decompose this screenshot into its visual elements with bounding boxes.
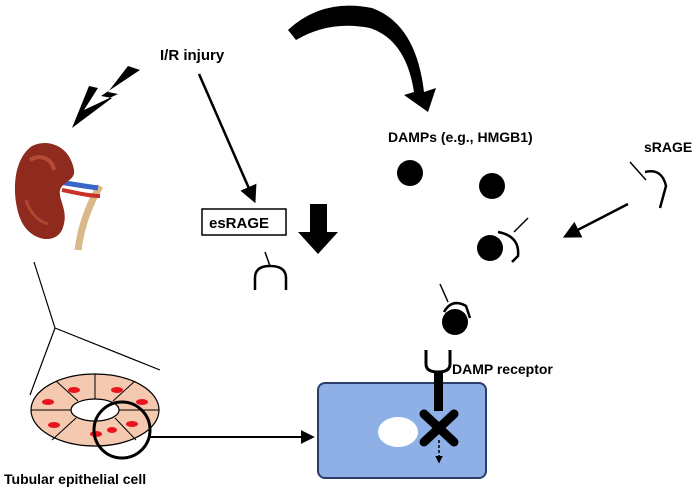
zoom-line-left xyxy=(29,327,56,396)
esrage-receptor-shape xyxy=(253,264,288,290)
zoom-circle xyxy=(92,400,152,460)
damp-srage-complex xyxy=(477,217,529,263)
nucleus-red xyxy=(136,399,148,405)
srage-label: sRAGE xyxy=(644,139,692,155)
kidney-icon xyxy=(15,143,104,251)
zoom-line-right xyxy=(54,327,161,371)
srage-to-damp-arrow xyxy=(562,202,629,238)
esrage-label: esRAGE xyxy=(209,215,269,232)
lightning-bolt-icon xyxy=(72,66,140,128)
nucleus-red xyxy=(107,427,117,433)
damps-label: DAMPs (e.g., HMGB1) xyxy=(388,129,533,145)
cell-nucleus xyxy=(378,417,418,447)
ir-injury-label: I/R injury xyxy=(160,47,225,64)
damp-receptor xyxy=(424,350,452,411)
nucleus-red xyxy=(48,422,60,428)
ir-to-esrage-arrow xyxy=(197,73,257,204)
nucleus-red xyxy=(111,387,123,393)
nucleus-red xyxy=(68,387,80,393)
esrage-receptor-stem xyxy=(264,251,271,267)
damp-receptor-label: DAMP receptor xyxy=(452,361,553,377)
block-x-icon xyxy=(419,409,459,447)
damp-molecule xyxy=(479,173,505,199)
thick-down-arrow-icon xyxy=(298,204,338,254)
nucleus-red xyxy=(126,421,138,427)
damp-molecule xyxy=(397,160,423,186)
tubular-cell-label: Tubular epithelial cell xyxy=(4,471,146,487)
zoom-line-top xyxy=(33,261,56,329)
nucleus-red xyxy=(42,399,54,405)
curved-arrow-icon xyxy=(288,5,436,112)
srage-molecule xyxy=(629,161,668,209)
damp-srage-complex-lower xyxy=(439,283,472,335)
esrage-box xyxy=(201,208,287,236)
